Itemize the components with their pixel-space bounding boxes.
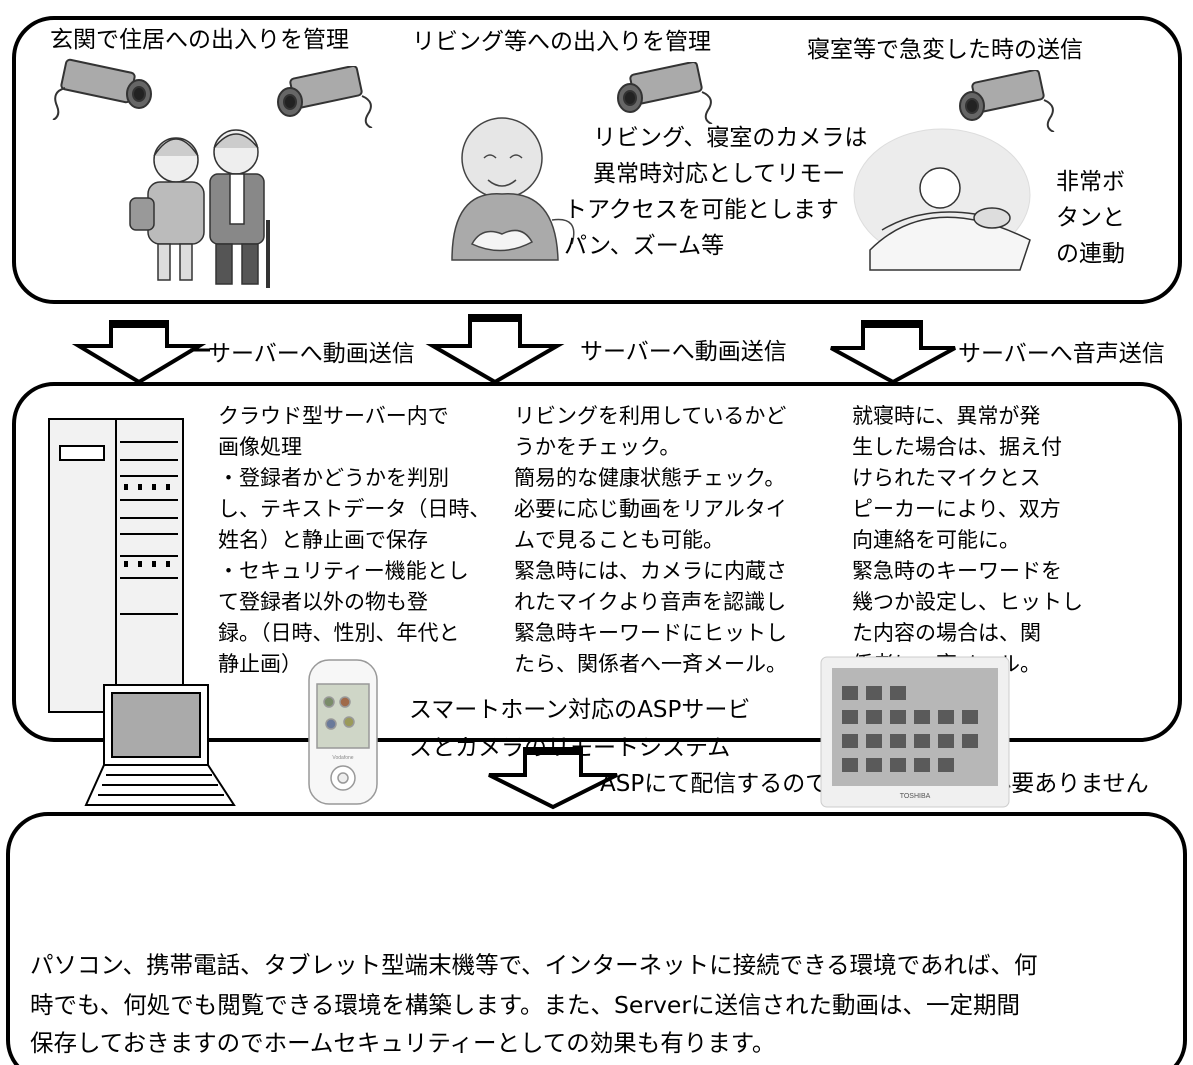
laptop-icon — [84, 684, 236, 806]
remote-note-line-1: リビング、寝室のカメラは — [593, 125, 868, 151]
summary-line-1: パソコン、携帯電話、タブレット型端末機等で、インターネットに接続できる環境であれ… — [30, 951, 1038, 979]
camera-icon — [617, 62, 713, 124]
arrow-label-video-2: サーバーへ動画送信 — [580, 339, 787, 365]
sick-person-illustration — [853, 128, 1031, 271]
tablet-icon: TOSHIBA — [820, 656, 1010, 808]
entrance-label: 玄関で住居への出入りを管理 — [50, 27, 349, 53]
connector-line-1 — [190, 348, 210, 352]
client-panel — [6, 812, 1187, 1065]
elderly-couple-illustration — [129, 129, 270, 288]
server-processing-text: クラウド型サーバー内で 画像処理 ・登録者かどうかを判別 し、テキストデータ（日… — [218, 404, 491, 676]
smartphone-line-2: スとカメラのリモートシステム — [409, 735, 731, 761]
down-arrow-4 — [488, 747, 618, 810]
remote-note-line-3: トアクセスを可能とします — [564, 197, 839, 223]
mobile-phone-icon: Vodafone — [308, 659, 378, 805]
emergency-button-line-1: 非常ボ — [1056, 169, 1125, 195]
down-arrow-2 — [425, 314, 565, 385]
emergency-button-line-2: タンと — [1056, 205, 1125, 231]
remote-note-line-2: 異常時対応としてリモー — [593, 161, 846, 187]
remote-note-line-4: パン、ズーム等 — [564, 233, 725, 259]
server-rack-icon — [48, 418, 184, 713]
arrow-label-video-1: サーバーへ動画送信 — [208, 341, 415, 367]
summary-line-3: 保存しておきますのでホームセキュリティーとしての効果も有ります。 — [30, 1029, 776, 1057]
camera-icon — [959, 70, 1055, 132]
phone-brand-label: Vodafone — [332, 755, 353, 761]
emergency-button-line-3: の連動 — [1056, 241, 1125, 267]
living-label: リビング等への出入りを管理 — [412, 29, 711, 55]
summary-line-2: 時でも、何処でも閲覧できる環境を構築します。また、Serverに送信された動画は… — [30, 991, 1021, 1019]
smartphone-line-1: スマートホーン対応のASPサービ — [409, 697, 751, 723]
down-arrow-1 — [71, 320, 207, 385]
arrow-label-audio: サーバーへ音声送信 — [958, 341, 1165, 367]
bedroom-monitoring-text: 就寝時に、異常が発 生した場合は、据え付 けられたマイクとス ピーカーにより、双… — [852, 404, 1083, 676]
bedroom-label: 寝室等で急変した時の送信 — [807, 37, 1083, 63]
elderly-man-illustration — [451, 117, 575, 261]
living-monitoring-text: リビングを利用しているかど うかをチェック。 簡易的な健康状態チェック。 必要に… — [514, 404, 787, 676]
down-arrow-3 — [830, 320, 956, 385]
camera-icon — [52, 58, 152, 120]
tablet-brand-label: TOSHIBA — [900, 793, 931, 800]
camera-icon — [277, 66, 373, 128]
